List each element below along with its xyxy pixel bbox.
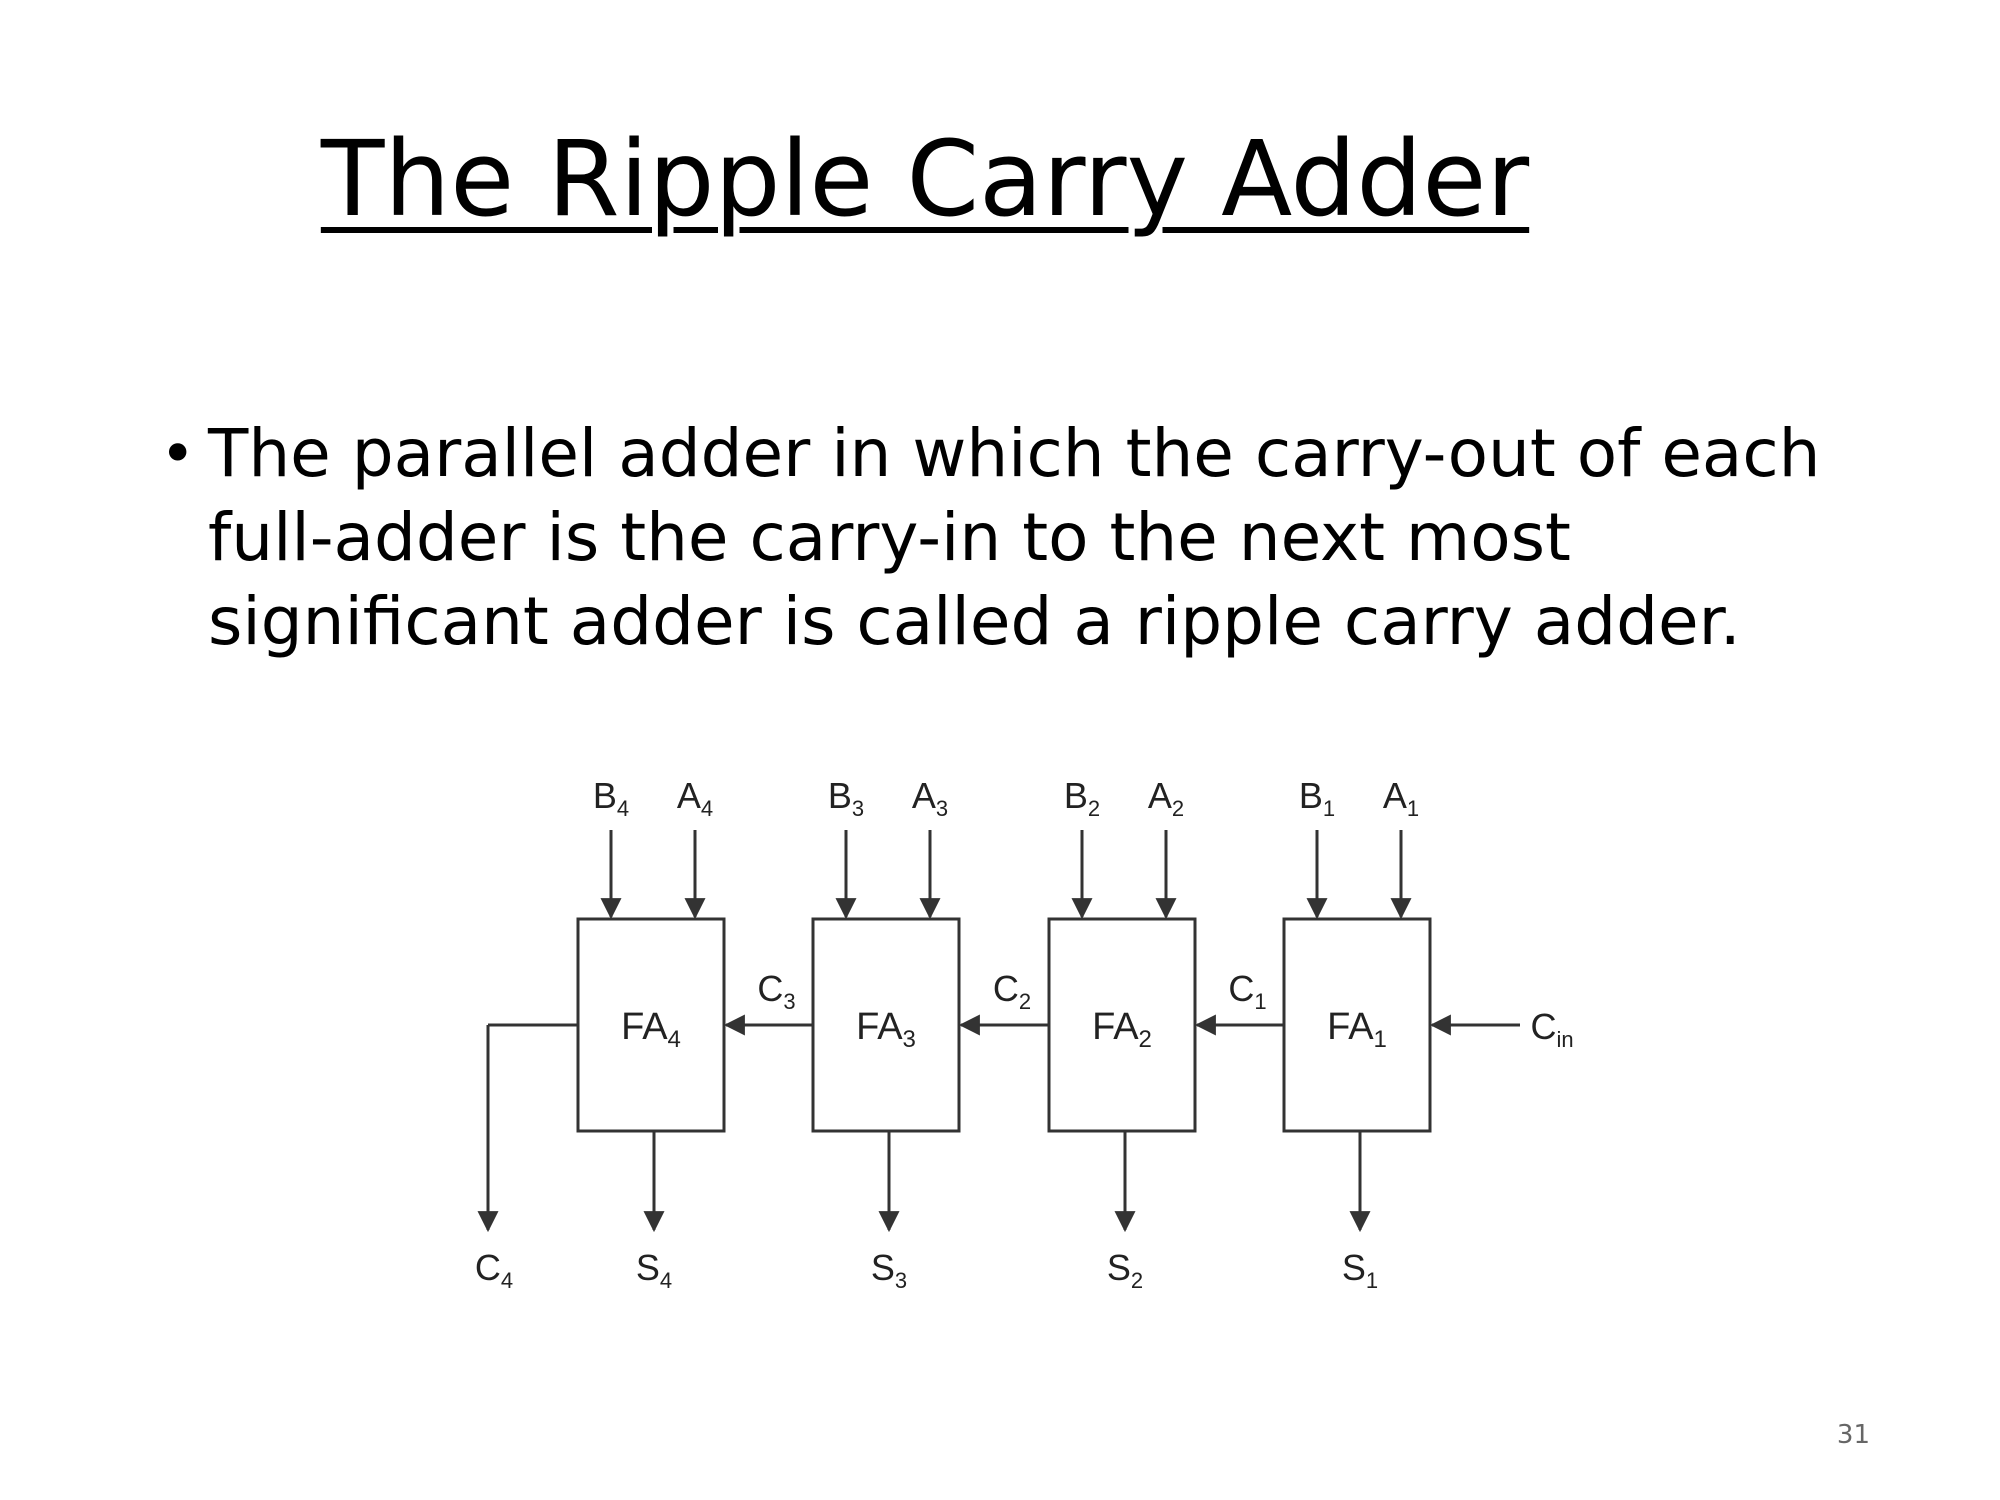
page-number: 31 [1836,1420,1870,1450]
input-a-label: A1 [1383,775,1419,821]
sum-label: S2 [1107,1247,1143,1293]
input-b-label: B2 [1064,775,1100,821]
slide-title: The Ripple Carry Adder [320,118,1530,240]
sum-label: S4 [636,1247,672,1293]
input-b-label: B4 [593,775,629,821]
input-b-label: B1 [1299,775,1335,821]
carry-out-label: C4 [475,1247,513,1293]
full-adder-label: FA2 [1092,1006,1152,1053]
carry-label: C3 [757,968,795,1014]
input-b-label: B3 [828,775,864,821]
full-adder-box [1282,917,1432,1133]
full-adder-label: FA4 [621,1006,681,1053]
full-adder-label: FA1 [1327,1006,1387,1053]
bullet-point: • The parallel adder in which the carry-… [160,412,1880,664]
carry-in-label: Cin [1530,1006,1573,1052]
input-a-label: A2 [1148,775,1184,821]
bullet-text: The parallel adder in which the carry-ou… [208,415,1821,660]
sum-label: S3 [871,1247,907,1293]
full-adder-box [1047,917,1197,1133]
carry-label: C2 [993,968,1031,1014]
sum-label: S1 [1342,1247,1378,1293]
bullet-icon: • [160,419,196,489]
full-adder-label: FA3 [856,1006,916,1053]
carry-label: C1 [1228,968,1266,1014]
input-a-label: A3 [912,775,948,821]
input-a-label: A4 [677,775,713,821]
